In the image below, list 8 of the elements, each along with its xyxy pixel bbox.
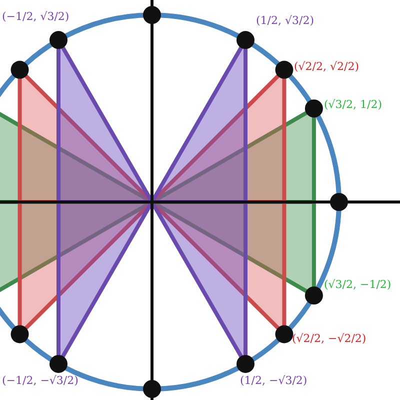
coordinate-label: (1/2, √3/2) [256, 14, 314, 27]
coordinate-label: (√3/2, 1/2) [324, 98, 382, 111]
coordinate-label: (1/2, −√3/2) [240, 374, 308, 387]
coordinate-label: (√2/2, √2/2) [294, 60, 360, 73]
coordinate-label: (√3/2, −1/2) [324, 278, 392, 291]
coordinate-label: (−1/2, √3/2) [2, 10, 70, 23]
coordinate-label: (√2/2, −√2/2) [292, 332, 366, 345]
coordinate-label: (−1/2, −√3/2) [2, 374, 78, 387]
